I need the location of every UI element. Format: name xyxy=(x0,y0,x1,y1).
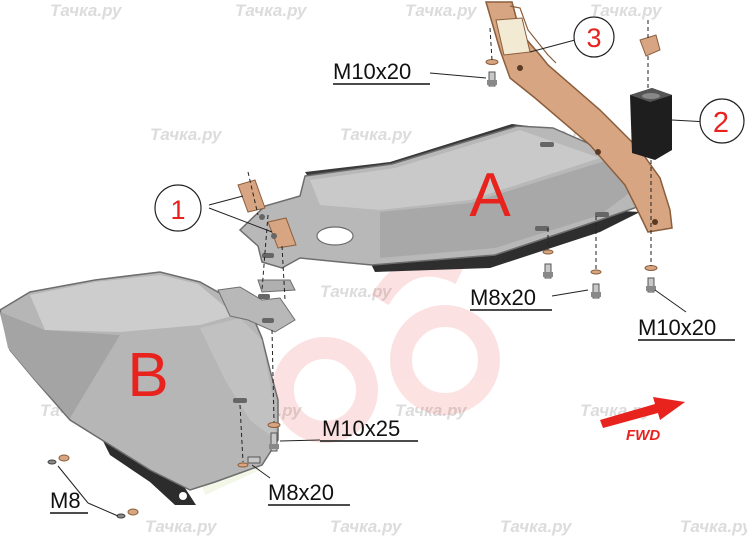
forward-arrow: FWD xyxy=(600,397,685,444)
fastener-text: M10x20 xyxy=(333,59,411,84)
part-number-1: 1 xyxy=(170,195,185,225)
watermark-text: Тачка.ру xyxy=(680,517,747,536)
watermark-text: Тачка.ру xyxy=(150,125,223,144)
watermark-text: Тачка.ру xyxy=(500,517,573,536)
bracket-3 xyxy=(485,1,673,233)
watermark-text: Тачка.ру xyxy=(145,517,218,536)
fastener-text: M8 xyxy=(50,488,81,513)
part-label-b: B xyxy=(127,341,168,410)
fastener-label-m8x20-center: M8x20 xyxy=(470,285,552,311)
leader-lines xyxy=(57,39,709,517)
forward-label: FWD xyxy=(626,427,660,444)
watermark-text: Тачка.ру xyxy=(235,1,308,20)
callout-2: 2 xyxy=(699,98,745,144)
assembly-lines xyxy=(239,20,652,463)
fastener-label-m10x25: M10x25 xyxy=(320,416,418,442)
bolts xyxy=(47,59,658,519)
watermark-text: Тачка.ру xyxy=(50,1,123,20)
skid-plate-b xyxy=(0,271,296,505)
part-number-3: 3 xyxy=(586,23,601,53)
part-number-2: 2 xyxy=(713,107,729,139)
spacer-2 xyxy=(630,88,672,160)
fastener-text: M8x20 xyxy=(268,480,334,505)
fastener-label-m8x20-bottom: M8x20 xyxy=(268,480,350,506)
watermark-text: Тачка.ру xyxy=(405,1,478,20)
watermark-text: Тачка.ру xyxy=(330,517,403,536)
washer-top-right xyxy=(639,34,661,57)
fastener-text: M8x20 xyxy=(470,285,536,310)
fastener-label-m10x20-right: M10x20 xyxy=(638,315,735,341)
skid-plate-a xyxy=(238,124,651,293)
fastener-label-m10x20-top: M10x20 xyxy=(333,59,430,85)
fastener-text: M10x25 xyxy=(322,416,400,441)
watermark-text: Тачка.ру xyxy=(340,125,413,144)
fastener-text: M10x20 xyxy=(638,315,716,340)
brackets-1 xyxy=(237,179,297,249)
fastener-label-m8: M8 xyxy=(50,488,88,514)
callout-3: 3 xyxy=(573,16,615,58)
watermark-text: Тачка.ру xyxy=(320,282,393,301)
callout-1: 1 xyxy=(154,184,202,232)
watermark-text: Тачка.ру xyxy=(395,401,468,420)
part-label-a: A xyxy=(469,161,511,230)
watermark-text: Тачка.ру xyxy=(590,1,663,20)
